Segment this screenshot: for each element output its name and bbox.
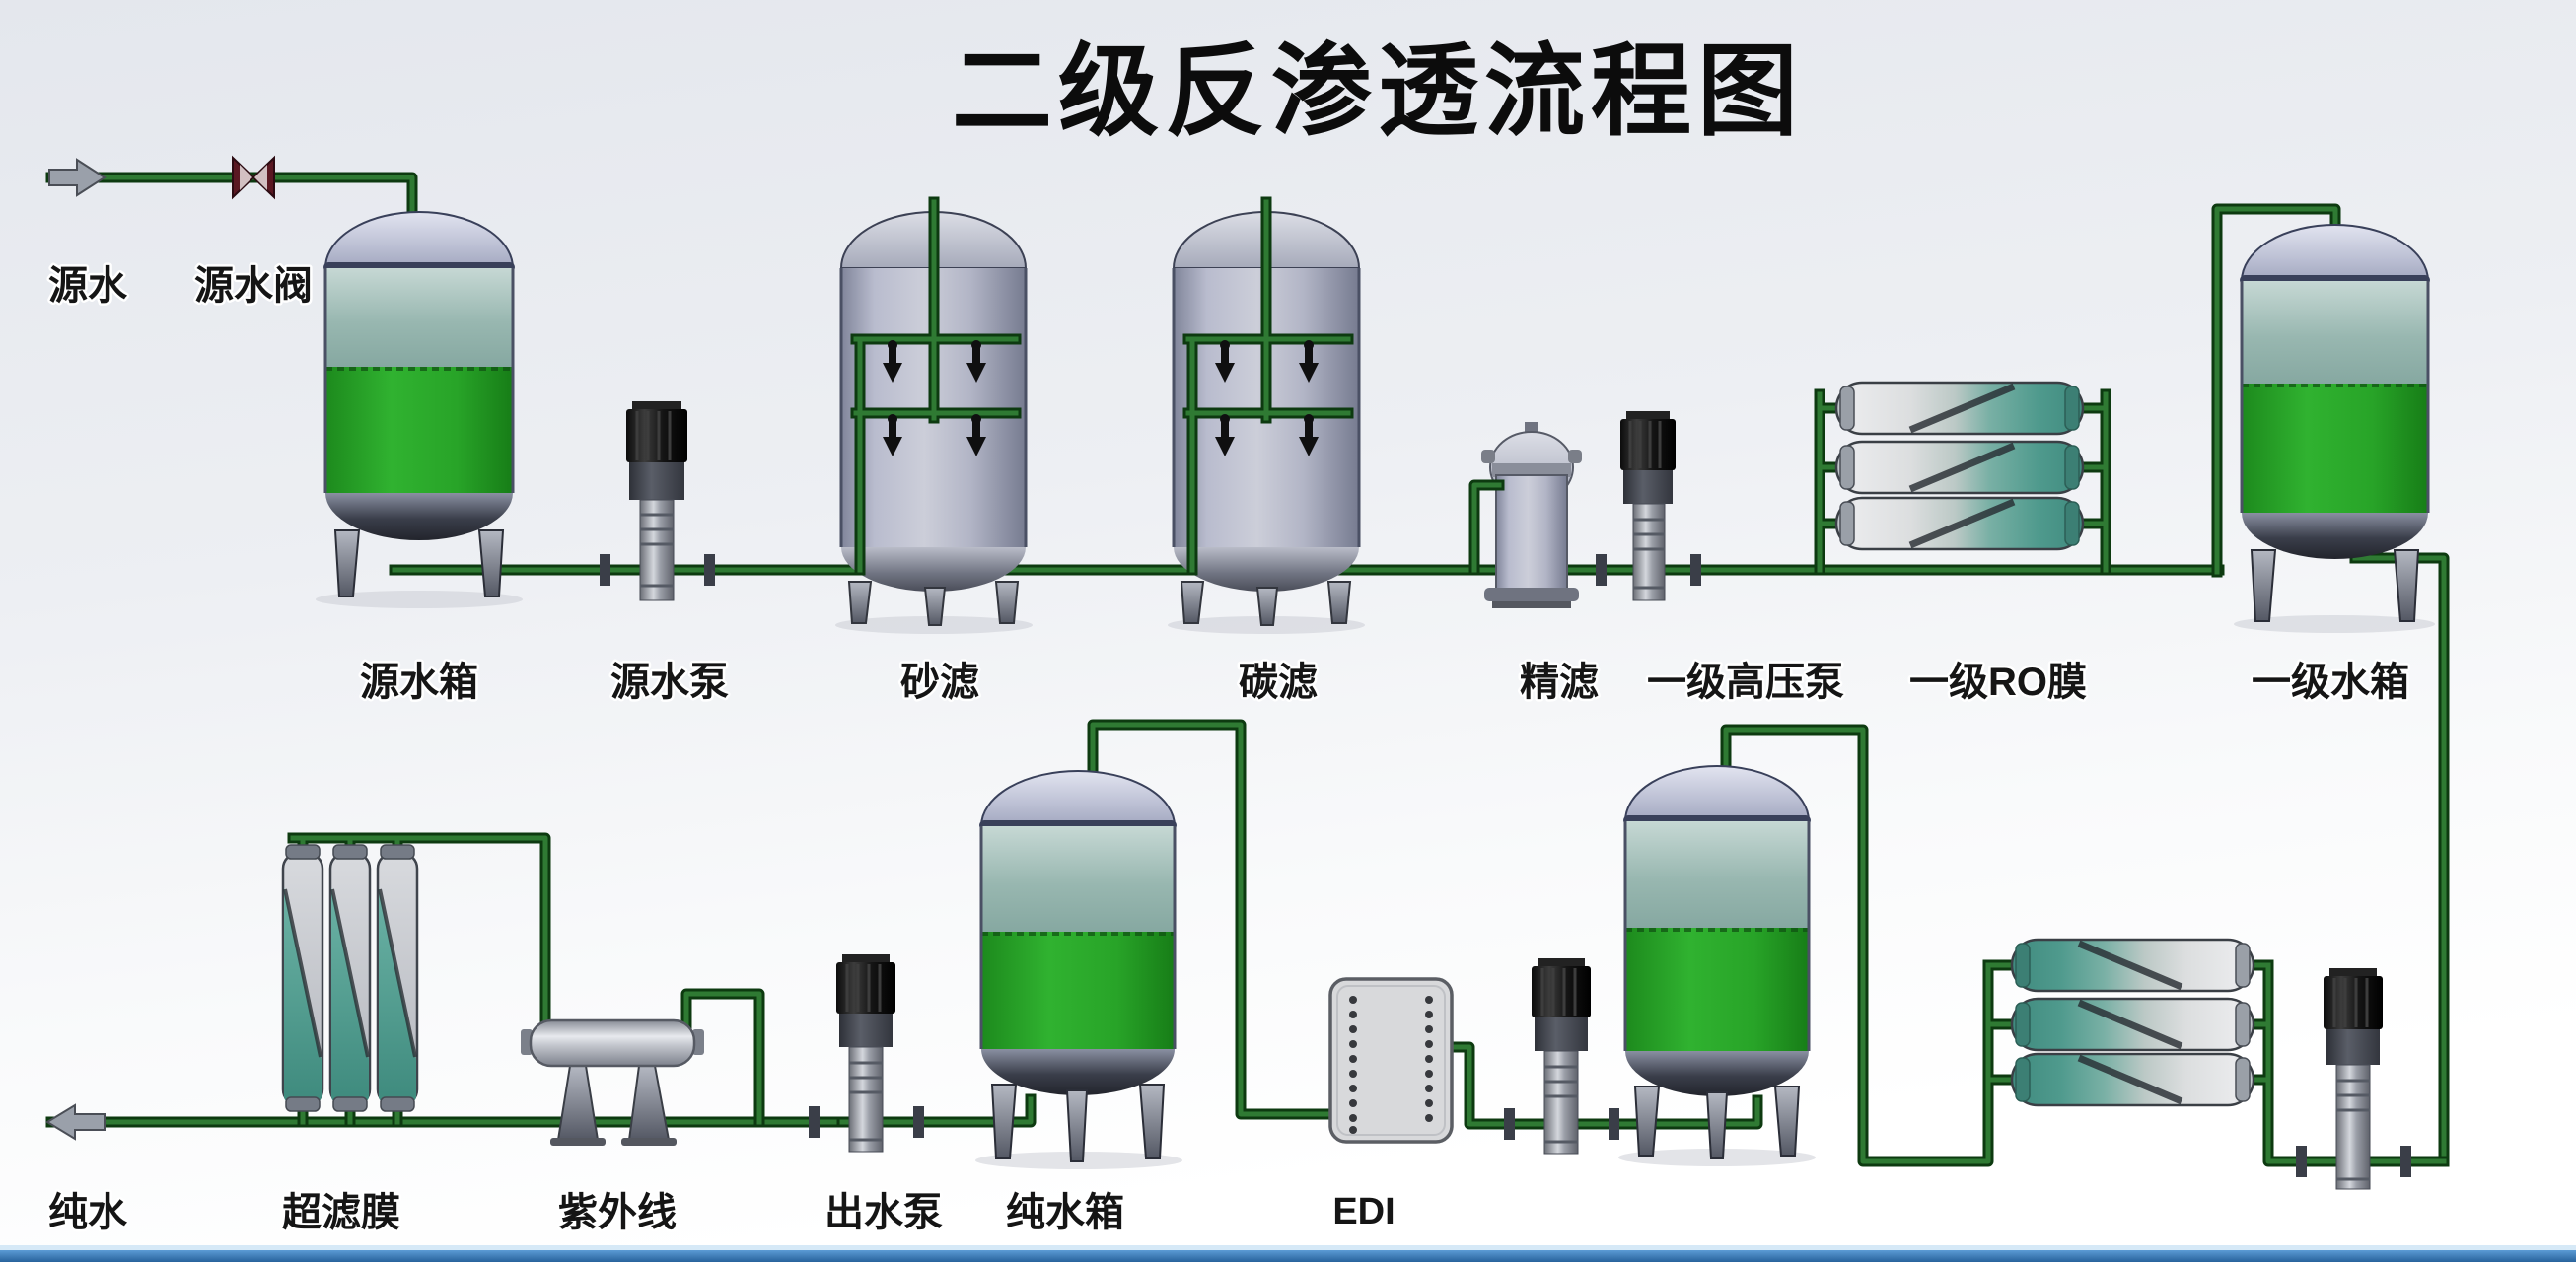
label-source-tank: 源水箱: [360, 661, 478, 704]
page-title: 二级反渗透流程图: [952, 37, 1804, 149]
outlet-arrow-icon: [45, 1103, 106, 1141]
label-source-valve: 源水阀: [194, 264, 313, 308]
stage2-hp-pump: [2296, 968, 2411, 1190]
label-sand-filter: 砂滤: [900, 661, 979, 704]
stage1-hp-pump: [1596, 411, 1701, 601]
manifold-valve: [883, 340, 986, 456]
pipe-stage2-tank-to-edi: [1442, 1041, 1763, 1130]
source-valve: [232, 155, 275, 200]
ground-shadows: [316, 591, 2435, 1169]
edi-feed-pump: [1504, 958, 1619, 1155]
membrane-tube: [1834, 496, 2085, 551]
outlet-pump: [809, 954, 924, 1153]
label-stage1-hp-pump: 一级高压泵: [1647, 661, 1844, 704]
carbon-filter-manifold: [1182, 196, 1354, 576]
inlet-arrow-icon: [48, 158, 107, 197]
uf-membranes: [281, 844, 419, 1112]
label-edi: EDI: [1332, 1191, 1395, 1232]
manifold-valve: [1215, 340, 1319, 456]
source-pump: [600, 401, 715, 601]
membrane-tube: [2010, 938, 2255, 993]
stage2-tank: [1623, 765, 1811, 1159]
pipe-ro1-left-manifold: [1814, 388, 1852, 576]
labels: 源水 源水阀 源水箱 源水泵 砂滤 碳滤 精滤 一级高压泵 一级RO膜 一级水箱…: [46, 262, 2412, 1237]
stage2-ro-membranes: [2010, 938, 2255, 1107]
label-source-water: 源水: [48, 264, 128, 308]
edi-unit: [1328, 977, 1454, 1144]
sand-filter-manifold: [850, 196, 1022, 576]
uf-tube: [281, 844, 324, 1112]
membrane-tube: [2010, 997, 2255, 1052]
membrane-tube: [2010, 1052, 2255, 1107]
pipe-stage2-pump-line: [2241, 959, 2450, 1167]
membrane-tube: [1834, 381, 2085, 436]
pipe-ro2-to-stage2-tank: [1720, 724, 2020, 1167]
uf-tube: [328, 844, 372, 1112]
pipe-pure-tank-outlet: [828, 1093, 1037, 1128]
fine-filter: [1481, 422, 1582, 608]
pipes-front: [850, 196, 1505, 576]
label-uv: 紫外线: [558, 1191, 677, 1234]
pipe-edi-to-pure-tank: [1087, 719, 1342, 1120]
source-tank: [323, 211, 515, 597]
label-fine-filter: 精滤: [1520, 661, 1599, 704]
label-stage1-ro: 一级RO膜: [1909, 661, 2087, 704]
label-pure-tank: 纯水箱: [1006, 1191, 1124, 1234]
membrane-tube: [1834, 440, 2085, 495]
pipe-stage1-tank-outlet: [2349, 552, 2450, 1167]
pipe-fine-filter-inlet: [1468, 479, 1505, 576]
label-carbon-filter: 碳滤: [1239, 661, 1318, 704]
label-stage1-tank: 一级水箱: [2252, 661, 2409, 704]
label-pure-water: 纯水: [48, 1191, 128, 1234]
label-outlet-pump: 出水泵: [824, 1191, 943, 1234]
pure-water-tank: [979, 770, 1177, 1162]
stage1-ro-membranes: [1834, 381, 2085, 551]
pipe-uv-right-riser: [680, 988, 765, 1128]
stage1-water-tank: [2240, 224, 2430, 622]
uv-sterilizer: [521, 1018, 704, 1146]
pipe-ro1-right-manifold: [2073, 388, 2111, 576]
footer-bar: [0, 1245, 2576, 1262]
label-source-pump: 源水泵: [610, 661, 729, 704]
label-uf-membrane: 超滤膜: [282, 1191, 400, 1234]
uf-tube: [376, 844, 419, 1112]
